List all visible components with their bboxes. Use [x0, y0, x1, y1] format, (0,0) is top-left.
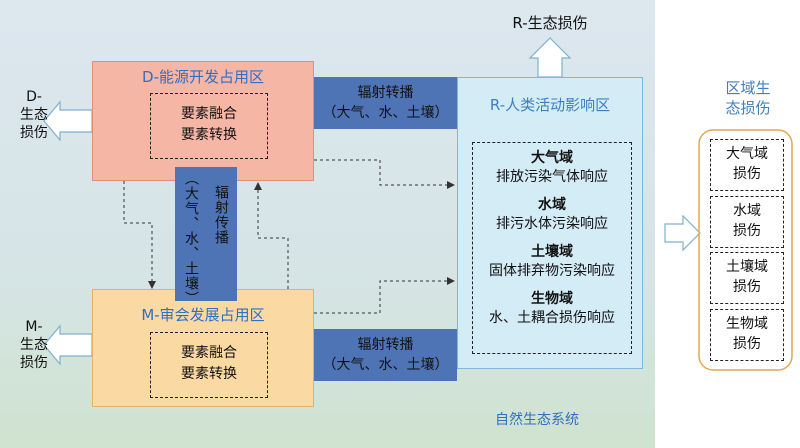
- r-damage-label: R-生态损伤: [512, 14, 588, 32]
- radiation-bottom-line1: 辐射转播: [357, 337, 414, 353]
- r-item-bio: 生物域 水、土耦合损伤响应: [473, 290, 631, 328]
- m-zone-title: M-审会发展占用区: [141, 306, 265, 324]
- regional-arrow: [664, 214, 701, 252]
- radiation-vertical-left: （大气、水、土壤）: [183, 171, 199, 306]
- regional-item-line2: 损伤: [733, 279, 761, 295]
- regional-item-line1: 生物域: [726, 316, 768, 332]
- m-damage-label: M- 生态 损伤: [20, 318, 48, 372]
- regional-title-line1: 区域生: [725, 79, 771, 97]
- r-item-air: 大气域 排放污染气体响应: [473, 149, 631, 187]
- d-zone-box: D-能源开发占用区 要素融合 要素转换: [92, 61, 314, 181]
- regional-item-line1: 大气域: [726, 146, 768, 162]
- m-inner-line2: 要素转换: [181, 366, 237, 382]
- regional-bracket: [698, 129, 793, 371]
- regional-item-bio: 生物域 损伤: [710, 309, 784, 361]
- r-item-heading: 水域: [538, 197, 566, 213]
- r-item-desc: 水、土耦合损伤响应: [489, 310, 615, 326]
- r-item-heading: 土壤域: [531, 244, 573, 260]
- d-to-r-head: [447, 181, 455, 189]
- radiation-band-bottom: 辐射转播 （大气、水、土壤）: [314, 329, 457, 381]
- radiation-bottom-line2: （大气、水、土壤）: [322, 357, 449, 373]
- m-to-r-dotted: [314, 280, 448, 314]
- regional-item-line2: 损伤: [733, 223, 761, 239]
- d-zone-inner-box: 要素融合 要素转换: [150, 93, 268, 159]
- m-damage-arrow: [43, 324, 93, 366]
- d-to-r-dotted: [314, 159, 448, 186]
- radiation-band-top: 辐射转播 （大气、水、土壤）: [314, 77, 457, 129]
- r-item-heading: 生物域: [531, 291, 573, 307]
- d-inner-line2: 要素转换: [181, 127, 237, 143]
- r-zone-title: R-人类活动影响区: [489, 96, 611, 114]
- d-damage-line2: 生态: [20, 107, 48, 123]
- m-to-d-head: [254, 182, 262, 190]
- radiation-vertical-right: 辐射传播: [213, 185, 229, 245]
- regional-item-water: 水域 损伤: [710, 196, 784, 248]
- regional-item-soil: 土壤域 损伤: [710, 252, 784, 304]
- regional-item-line1: 水域: [733, 203, 761, 219]
- r-item-soil: 土壤域 固体排弃物污染响应: [473, 243, 631, 281]
- regional-item-air: 大气域 损伤: [710, 139, 784, 191]
- regional-title-line2: 态损伤: [725, 99, 771, 117]
- regional-title: 区域生 态损伤: [716, 78, 780, 118]
- m-to-d-dotted: [257, 190, 289, 289]
- d-damage-label: D- 生态 损伤: [20, 88, 48, 142]
- radiation-top-line2: （大气、水、土壤）: [322, 105, 449, 121]
- regional-item-line1: 土壤域: [726, 259, 768, 275]
- regional-item-line2: 损伤: [733, 166, 761, 182]
- m-damage-line1: M-: [25, 319, 43, 335]
- m-zone-box: M-审会发展占用区 要素融合 要素转换: [92, 289, 314, 407]
- d-to-m-head: [148, 281, 156, 289]
- regional-item-line2: 损伤: [733, 336, 761, 352]
- r-item-heading: 大气域: [531, 150, 573, 166]
- r-zone-inner-box: 大气域 排放污染气体响应 水域 排污水体污染响应 土壤域 固体排弃物污染响应 生…: [472, 142, 632, 354]
- ecosystem-label: 自然生态系统: [495, 412, 579, 428]
- m-to-r-head: [447, 277, 455, 285]
- m-inner-line1: 要素融合: [181, 345, 237, 361]
- d-zone-title: D-能源开发占用区: [142, 68, 264, 86]
- r-item-desc: 排放污染气体响应: [496, 169, 608, 185]
- d-inner-line1: 要素融合: [181, 106, 237, 122]
- radiation-top-line1: 辐射转播: [357, 85, 414, 101]
- m-damage-line3: 损伤: [20, 355, 48, 371]
- m-damage-line2: 生态: [20, 337, 48, 353]
- d-damage-arrow: [43, 100, 93, 142]
- r-item-desc: 排污水体污染响应: [496, 216, 608, 232]
- d-damage-line3: 损伤: [20, 125, 48, 141]
- d-damage-line1: D-: [26, 89, 42, 105]
- d-to-m-dotted: [123, 181, 153, 282]
- radiation-band-vertical: 辐射传播 （大气、水、土壤）: [175, 167, 237, 306]
- r-damage-arrow: [528, 37, 572, 78]
- m-zone-inner-box: 要素融合 要素转换: [150, 332, 268, 398]
- r-item-desc: 固体排弃物污染响应: [489, 263, 615, 279]
- r-zone-box: R-人类活动影响区 大气域 排放污染气体响应 水域 排污水体污染响应 土壤域 固…: [457, 77, 643, 369]
- r-item-water: 水域 排污水体污染响应: [473, 196, 631, 234]
